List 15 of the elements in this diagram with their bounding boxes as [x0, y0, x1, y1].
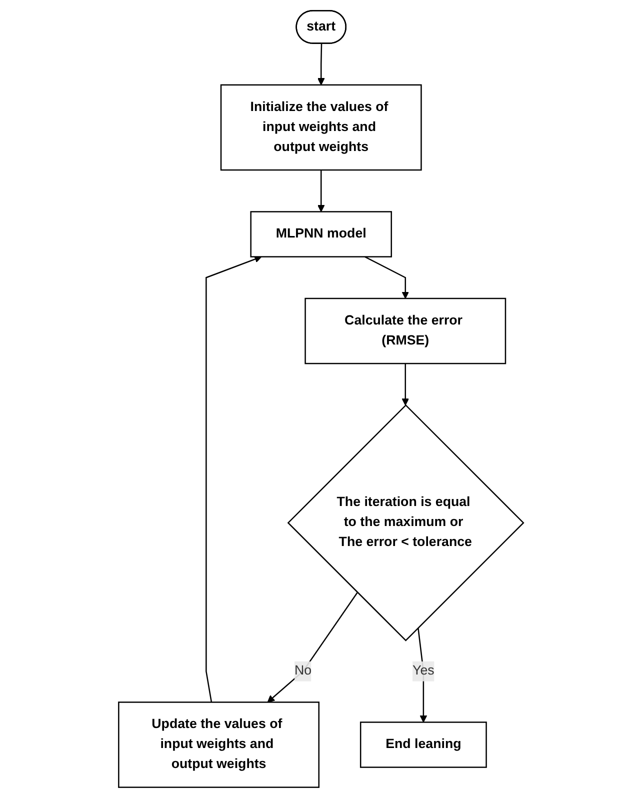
node-diamond: The iteration is equal to the maximum or The error < tolerance [287, 404, 524, 642]
edge-label: No [294, 664, 312, 678]
node-box: MLPNN model [250, 211, 392, 258]
node-box: Update the values of input weights and output weights [118, 702, 320, 788]
arrow [267, 592, 358, 703]
arrow [317, 44, 325, 86]
node-box: End leaning [360, 722, 487, 768]
node-box: Initialize the values of input weights and output weights [220, 84, 422, 171]
arrow [364, 256, 409, 299]
edge-label: Yes [412, 664, 434, 678]
arrow [417, 628, 428, 723]
arrow [402, 364, 409, 406]
arrow [206, 256, 262, 702]
arrow [317, 170, 325, 212]
node-box: Calculate the error (RMSE) [304, 298, 506, 364]
